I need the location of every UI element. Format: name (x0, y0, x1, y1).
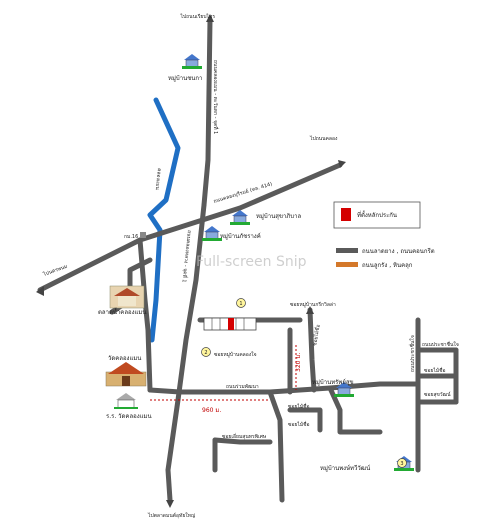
label-canal: คลองแมน (154, 168, 162, 191)
label-north-road: ถนนคลองแมน - ตะวันตก - จุดที่ 1 (212, 60, 219, 134)
legend-dirt-swatch (336, 262, 358, 267)
label-village-mid: หมู่บ้านสุขาภิบาล (256, 213, 301, 220)
label-soi-bottom: ซอยเอี่ยมสุนทรพิเศษ (222, 433, 267, 440)
marker-2-label: 2 (204, 350, 207, 356)
marker-1-label: 1 (239, 301, 242, 307)
label-school: ร.ร. วัดคลองแมน (106, 413, 152, 420)
road-south-loop-1 (267, 389, 285, 503)
arrow-soi (306, 306, 314, 314)
legend-site-swatch (341, 208, 351, 221)
road-west-feeder-1 (137, 237, 153, 393)
label-soi-east-vertical: ถนนประชาชื่นใจ (409, 335, 416, 372)
arrow-south (166, 500, 174, 508)
road-soi-vertical-1 (307, 307, 317, 393)
road-center-north-south (165, 202, 207, 503)
label-soi-vertical-2: ซอยไม้ชื่อ (288, 403, 310, 410)
legend-paved-swatch (336, 248, 358, 253)
school-icon (114, 393, 138, 409)
legend-dirt-label: ถนนลูกรัง , หินคลุก (362, 262, 413, 269)
canal (147, 97, 181, 343)
temple-icon (105, 362, 147, 387)
label-village-right: หมู่บ้านทรัพย์สุข (312, 378, 354, 386)
market-icon (109, 285, 145, 309)
label-north-end: ไปถนนเรียบไทร (179, 13, 215, 20)
legend-site-label: ที่ตั้งหลักประกัน (357, 209, 397, 219)
house-icon (334, 382, 354, 397)
label-soi-left: ซอยหมู่บ้านคลองใจ (214, 351, 257, 358)
road-network (37, 17, 459, 503)
road-south-loop-2 (327, 385, 383, 435)
arrow-west (36, 286, 44, 296)
label-km: กม.16 (124, 234, 138, 240)
label-soi-east-2: ซอยไม้ชื่อ (424, 367, 446, 374)
label-north-south: ถนนคลองหลวง - จุดที่ 1 (181, 230, 193, 283)
label-soi-top: ซอยหมู่บ้านกรีกวิลล่า (290, 301, 336, 308)
marker-1: 1 (236, 298, 246, 308)
lot-block (203, 317, 257, 331)
label-village-top: หมู่บ้านชนกา (168, 75, 202, 82)
label-soi-bottom-2: ซอยไม้ชื่อ (288, 421, 310, 428)
marker-2: 2 (201, 347, 211, 357)
label-main-diagonal: ถนนคลองบุรีรมย์ (ทล. 414) (213, 180, 273, 205)
label-soi-east-1: ถนนประชาชื่นใจ (422, 341, 459, 348)
label-soi-vertical-1: ซอยไม้ชื่อ (311, 324, 322, 346)
arrow-north (206, 14, 214, 22)
site-marker (228, 318, 234, 330)
legend-paved-label: ถนนลาดยาง , ถนนคอนกรีต (362, 247, 435, 255)
label-to-east: ไปถนนคลอง (309, 135, 338, 142)
distance-lines (150, 345, 297, 401)
house-icon (230, 210, 250, 225)
arrow-east (338, 160, 346, 168)
distance-label-2: 320 ม. (295, 353, 302, 372)
road-south-loop-4 (212, 437, 273, 445)
label-village-mid-2: หมู่บ้านภัชรางค์ (220, 232, 261, 240)
arrows (36, 14, 346, 508)
label-village-bottom-right: หมู่บ้านพงษ์ทวีวัฒน์ (320, 464, 370, 472)
watermark-text: Full-screen Snip (196, 254, 307, 270)
marker-3-label: 3 (400, 461, 403, 467)
road-south-loop-3 (287, 407, 323, 433)
house-icon (182, 54, 202, 69)
label-main-road: ถนนร่วมพัฒนา (226, 384, 259, 390)
legend: ที่ตั้งหลักประกัน ถนนลาดยาง , ถนนคอนกรีต… (333, 201, 435, 269)
marker-3: 3 (397, 458, 407, 468)
road-main-diagonal (37, 162, 343, 293)
label-market: ตลาดน้ำคลองแมน (98, 306, 146, 316)
distance-label-1: 960 ม. (202, 407, 221, 414)
road-main-east (147, 381, 421, 395)
house-icon (202, 226, 222, 241)
label-temple: วัดคลองแมน (108, 355, 141, 362)
road-north (201, 17, 213, 208)
label-south-end: ไปตลาดมนต์อุทัยใหญ่ (147, 512, 195, 519)
km-marker (140, 232, 146, 238)
label-soi-east-3: ซอยสุขวัฒน์ (424, 391, 451, 398)
